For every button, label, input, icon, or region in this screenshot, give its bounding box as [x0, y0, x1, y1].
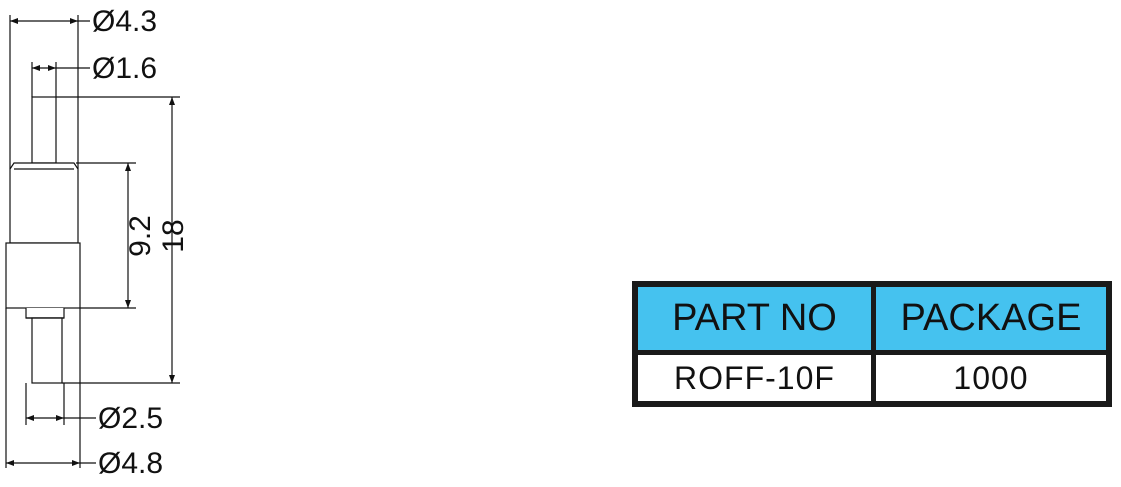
cell-part-number: ROFF-10F	[638, 355, 871, 401]
header-package: PACKAGE	[876, 287, 1106, 350]
spec-table: PART NO PACKAGE ROFF-10F 1000	[632, 281, 1112, 407]
cell-package-qty: 1000	[876, 355, 1106, 401]
bottom-outer-diameter-label: Ø4.8	[98, 447, 163, 480]
body-length-label: 9.2	[124, 215, 157, 257]
header-part-no: PART NO	[638, 287, 871, 350]
top-pin-diameter-label: Ø1.6	[92, 52, 157, 85]
top-outer-diameter-label: Ø4.3	[92, 5, 157, 38]
bottom-pin-diameter-label: Ø2.5	[98, 402, 163, 435]
arrowheads	[6, 18, 175, 466]
total-length-label: 18	[157, 219, 190, 252]
pin-outline	[5, 96, 81, 384]
